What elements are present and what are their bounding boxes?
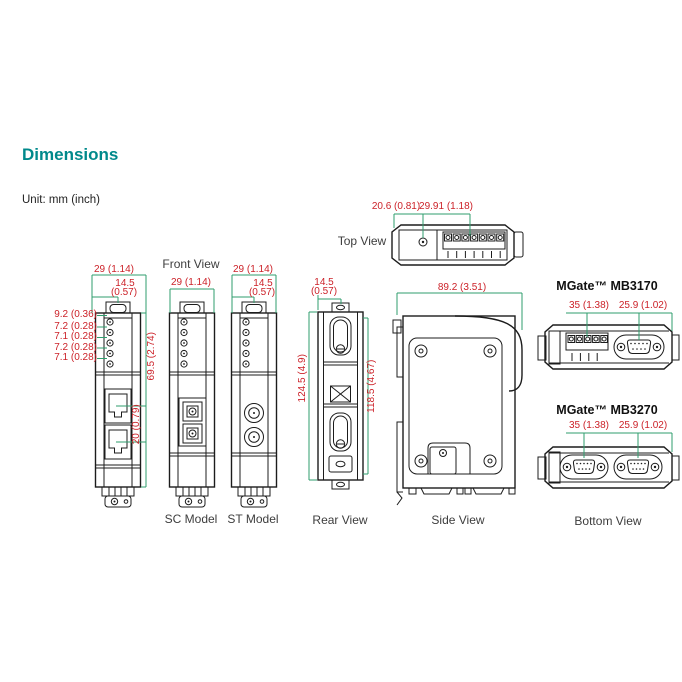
dim-eth-body-height: 69.5 (2.74) [145, 332, 157, 381]
dim-mb3270-db9-to-db9: 35 (1.38) [568, 420, 610, 431]
din-rail-clip-icon [175, 486, 209, 508]
din-clip-spring-bottom [329, 412, 352, 452]
dim-led-spacing: 7.1 (0.28) [54, 331, 97, 342]
din-rail-clip-icon [101, 486, 135, 508]
sc-fiber-connectors [178, 397, 207, 447]
front-view-sc-model-drawing [168, 288, 216, 508]
rear-view-label: Rear View [312, 513, 368, 527]
led-indicators [242, 318, 250, 368]
din-rail-profile [392, 319, 403, 506]
mb3170-bottom-view-drawing [537, 312, 680, 370]
dim-eth-port-spacing: 20 (0.79) [130, 404, 142, 445]
dimension-lines [396, 292, 523, 330]
dim-top-left-to-circle: 20.6 (0.81) [371, 201, 421, 212]
dim-rear-half-mm: 14.5 [314, 277, 334, 288]
led-indicators [180, 318, 188, 368]
mid-bracket [330, 385, 351, 403]
top-view-drawing [391, 213, 524, 266]
dim-mb3170-block-to-db9: 35 (1.38) [568, 300, 610, 311]
dim-rear-inner-height: 118.5 (4.67) [365, 359, 377, 413]
dim-led-spacing: 7.1 (0.28) [54, 352, 97, 363]
dim-sc-width: 29 (1.14) [170, 277, 212, 288]
side-view-label: Side View [431, 513, 485, 527]
st-fiber-connectors [244, 403, 264, 447]
din-rail-clip-icon [237, 486, 271, 508]
dim-side-depth: 89.2 (3.51) [437, 282, 487, 293]
side-view-drawing [392, 292, 523, 506]
dim-rear-outer-height: 124.5 (4.9) [296, 354, 308, 403]
bottom-view-label: Bottom View [574, 514, 642, 528]
terminal-block-icon [442, 231, 506, 258]
mb3270-title: MGate™ MB3270 [556, 403, 658, 417]
dimension-lines [393, 213, 471, 238]
dimension-lines [169, 288, 215, 313]
page-title: Dimensions [22, 145, 119, 164]
front-view-st-model-drawing [230, 274, 278, 508]
dim-eth-half-in: (0.57) [110, 287, 138, 298]
unit-label: Unit: mm (inch) [22, 194, 100, 206]
db9-connector-icon [559, 454, 609, 480]
dim-st-half-in: (0.57) [248, 287, 276, 298]
dim-eth-half-mm: 14.5 [115, 278, 135, 289]
corner-screws [414, 344, 497, 468]
mb3270-bottom-view-drawing [537, 432, 680, 489]
dim-st-half-mm: 14.5 [253, 278, 273, 289]
front-view-label: Front View [162, 257, 220, 271]
dimension-lines [566, 312, 673, 340]
st-model-label: ST Model [227, 512, 279, 526]
sc-model-label: SC Model [164, 512, 218, 526]
terminal-block-icon [565, 332, 609, 361]
dimension-lines [231, 274, 277, 313]
front-view-ethernet-model-drawing [91, 274, 147, 508]
dim-led-spacing: 9.2 (0.36) [54, 309, 97, 320]
dim-eth-width: 29 (1.14) [93, 264, 135, 275]
dim-rear-half-in: (0.57) [310, 286, 338, 297]
dimension-lines [91, 274, 147, 488]
dimension-lines [308, 295, 369, 481]
dim-top-circle-to-terminal: 29.91 (1.18) [419, 201, 473, 212]
dim-mb3270-db9-to-edge: 25.9 (1.02) [618, 420, 668, 431]
led-indicators [106, 318, 114, 368]
rear-view-drawing [308, 295, 369, 490]
dim-led-spacing: 7.2 (0.28) [54, 342, 97, 353]
dim-led-spacing: 7.2 (0.28) [54, 321, 97, 332]
din-clip-spring-top [329, 316, 352, 356]
top-screw-hole-icon [418, 237, 428, 247]
dimension-lines [566, 432, 673, 458]
mb3170-title: MGate™ MB3170 [556, 279, 658, 293]
center-bracket [427, 442, 471, 475]
top-view-label: Top View [337, 234, 387, 248]
dim-mb3170-db9-to-edge: 25.9 (1.02) [618, 300, 668, 311]
rj45-ports [104, 388, 132, 460]
bottom-connector-profiles [408, 487, 516, 495]
db9-connector-icon [613, 454, 663, 480]
dim-st-width: 29 (1.14) [232, 264, 274, 275]
